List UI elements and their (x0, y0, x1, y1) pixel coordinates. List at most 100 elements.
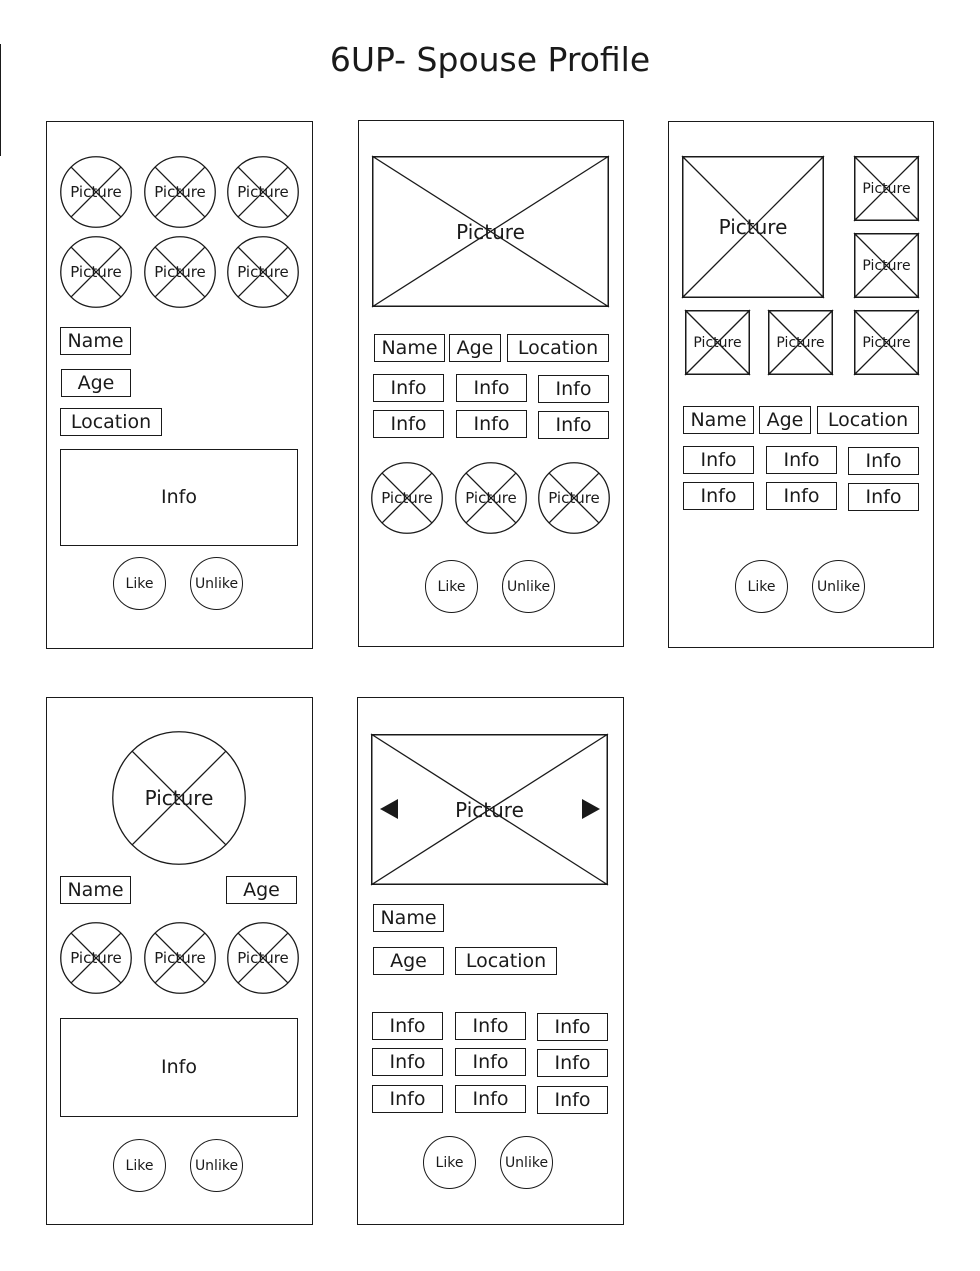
age-field: Age (226, 876, 297, 904)
placeholder-cross-icon (60, 922, 132, 994)
picture-label: Picture (154, 949, 206, 967)
info-field: Info (373, 374, 444, 402)
picture-label: Picture (718, 215, 788, 239)
info-field: Info (537, 1049, 608, 1077)
picture-label: Picture (693, 334, 742, 351)
small-rect-picture[interactable]: Picture (853, 232, 920, 299)
name-field: Name (683, 406, 754, 434)
placeholder-cross-icon (455, 462, 527, 534)
page-title: 6UP- Spouse Profile (329, 40, 651, 79)
circle-picture[interactable]: Picture (371, 462, 443, 534)
info-field: Info (455, 1048, 526, 1076)
placeholder-cross-icon (853, 232, 920, 299)
picture-label: Picture (154, 263, 206, 281)
unlike-button[interactable]: Unlike (500, 1136, 553, 1189)
circle-picture[interactable]: Picture (227, 922, 299, 994)
picture-label: Picture (237, 949, 289, 967)
age-field: Age (373, 947, 444, 975)
circle-picture[interactable]: Picture (455, 462, 527, 534)
age-field: Age (61, 369, 131, 397)
picture-label: Picture (548, 489, 600, 507)
circle-picture[interactable]: Picture (144, 156, 216, 228)
placeholder-cross-icon (538, 462, 610, 534)
info-field: Info (848, 447, 919, 475)
info-box: Info (60, 449, 298, 546)
circle-picture[interactable]: Picture (60, 156, 132, 228)
large-circle-picture[interactable]: Picture (112, 731, 246, 865)
name-field: Name (60, 327, 131, 355)
age-field: Age (759, 406, 811, 434)
info-field: Info (456, 374, 527, 402)
circle-picture[interactable]: Picture (60, 236, 132, 308)
info-field: Info (848, 483, 919, 511)
like-button[interactable]: Like (735, 560, 788, 613)
placeholder-cross-icon (371, 462, 443, 534)
info-field: Info (372, 1012, 443, 1040)
picture-label: Picture (237, 183, 289, 201)
picture-label: Picture (381, 489, 433, 507)
placeholder-cross-icon (227, 922, 299, 994)
picture-label: Picture (70, 263, 122, 281)
picture-label: Picture (455, 797, 524, 822)
info-field: Info (683, 482, 754, 510)
placeholder-cross-icon (60, 236, 132, 308)
rect-picture[interactable]: Picture (681, 155, 825, 299)
circle-picture[interactable]: Picture (227, 236, 299, 308)
unlike-button[interactable]: Unlike (812, 560, 865, 613)
like-button[interactable]: Like (113, 1139, 166, 1192)
info-field: Info (455, 1085, 526, 1113)
info-field: Info (766, 482, 837, 510)
rect-picture[interactable]: Picture (371, 155, 610, 308)
unlike-button[interactable]: Unlike (190, 557, 243, 610)
age-field: Age (449, 334, 501, 362)
like-button[interactable]: Like (425, 560, 478, 613)
info-field: Info (537, 1086, 608, 1114)
placeholder-cross-icon (853, 155, 920, 222)
picture-label: Picture (70, 183, 122, 201)
info-field: Info (537, 1013, 608, 1041)
unlike-button[interactable]: Unlike (502, 560, 555, 613)
picture-label: Picture (144, 786, 214, 810)
like-button[interactable]: Like (423, 1136, 476, 1189)
info-field: Info (538, 375, 609, 403)
placeholder-cross-icon (60, 156, 132, 228)
placeholder-cross-icon (684, 309, 751, 376)
left-edge-line (0, 44, 1, 156)
info-field: Info (455, 1012, 526, 1040)
location-field: Location (507, 334, 609, 362)
name-field: Name (60, 876, 131, 904)
like-button[interactable]: Like (113, 557, 166, 610)
next-arrow-icon[interactable] (582, 799, 600, 819)
picture-label: Picture (465, 489, 517, 507)
placeholder-cross-icon (144, 922, 216, 994)
circle-picture[interactable]: Picture (144, 922, 216, 994)
circle-picture[interactable]: Picture (227, 156, 299, 228)
circle-picture[interactable]: Picture (60, 922, 132, 994)
picture-label: Picture (237, 263, 289, 281)
picture-label: Picture (862, 257, 911, 274)
small-rect-picture[interactable]: Picture (767, 309, 834, 376)
placeholder-cross-icon (370, 733, 609, 886)
name-field: Name (373, 904, 444, 932)
info-field: Info (372, 1048, 443, 1076)
prev-arrow-icon[interactable] (380, 799, 398, 819)
carousel-picture[interactable]: Picture (370, 733, 609, 886)
circle-picture[interactable]: Picture (538, 462, 610, 534)
placeholder-cross-icon (767, 309, 834, 376)
placeholder-cross-icon (144, 236, 216, 308)
location-field: Location (455, 947, 557, 975)
info-field: Info (683, 446, 754, 474)
small-rect-picture[interactable]: Picture (853, 155, 920, 222)
unlike-button[interactable]: Unlike (190, 1139, 243, 1192)
placeholder-cross-icon (853, 309, 920, 376)
placeholder-cross-icon (227, 236, 299, 308)
picture-label: Picture (70, 949, 122, 967)
circle-picture[interactable]: Picture (144, 236, 216, 308)
info-box: Info (60, 1018, 298, 1117)
location-field: Location (817, 406, 919, 434)
picture-label: Picture (776, 334, 825, 351)
info-field: Info (372, 1085, 443, 1113)
small-rect-picture[interactable]: Picture (853, 309, 920, 376)
info-field: Info (456, 410, 527, 438)
small-rect-picture[interactable]: Picture (684, 309, 751, 376)
